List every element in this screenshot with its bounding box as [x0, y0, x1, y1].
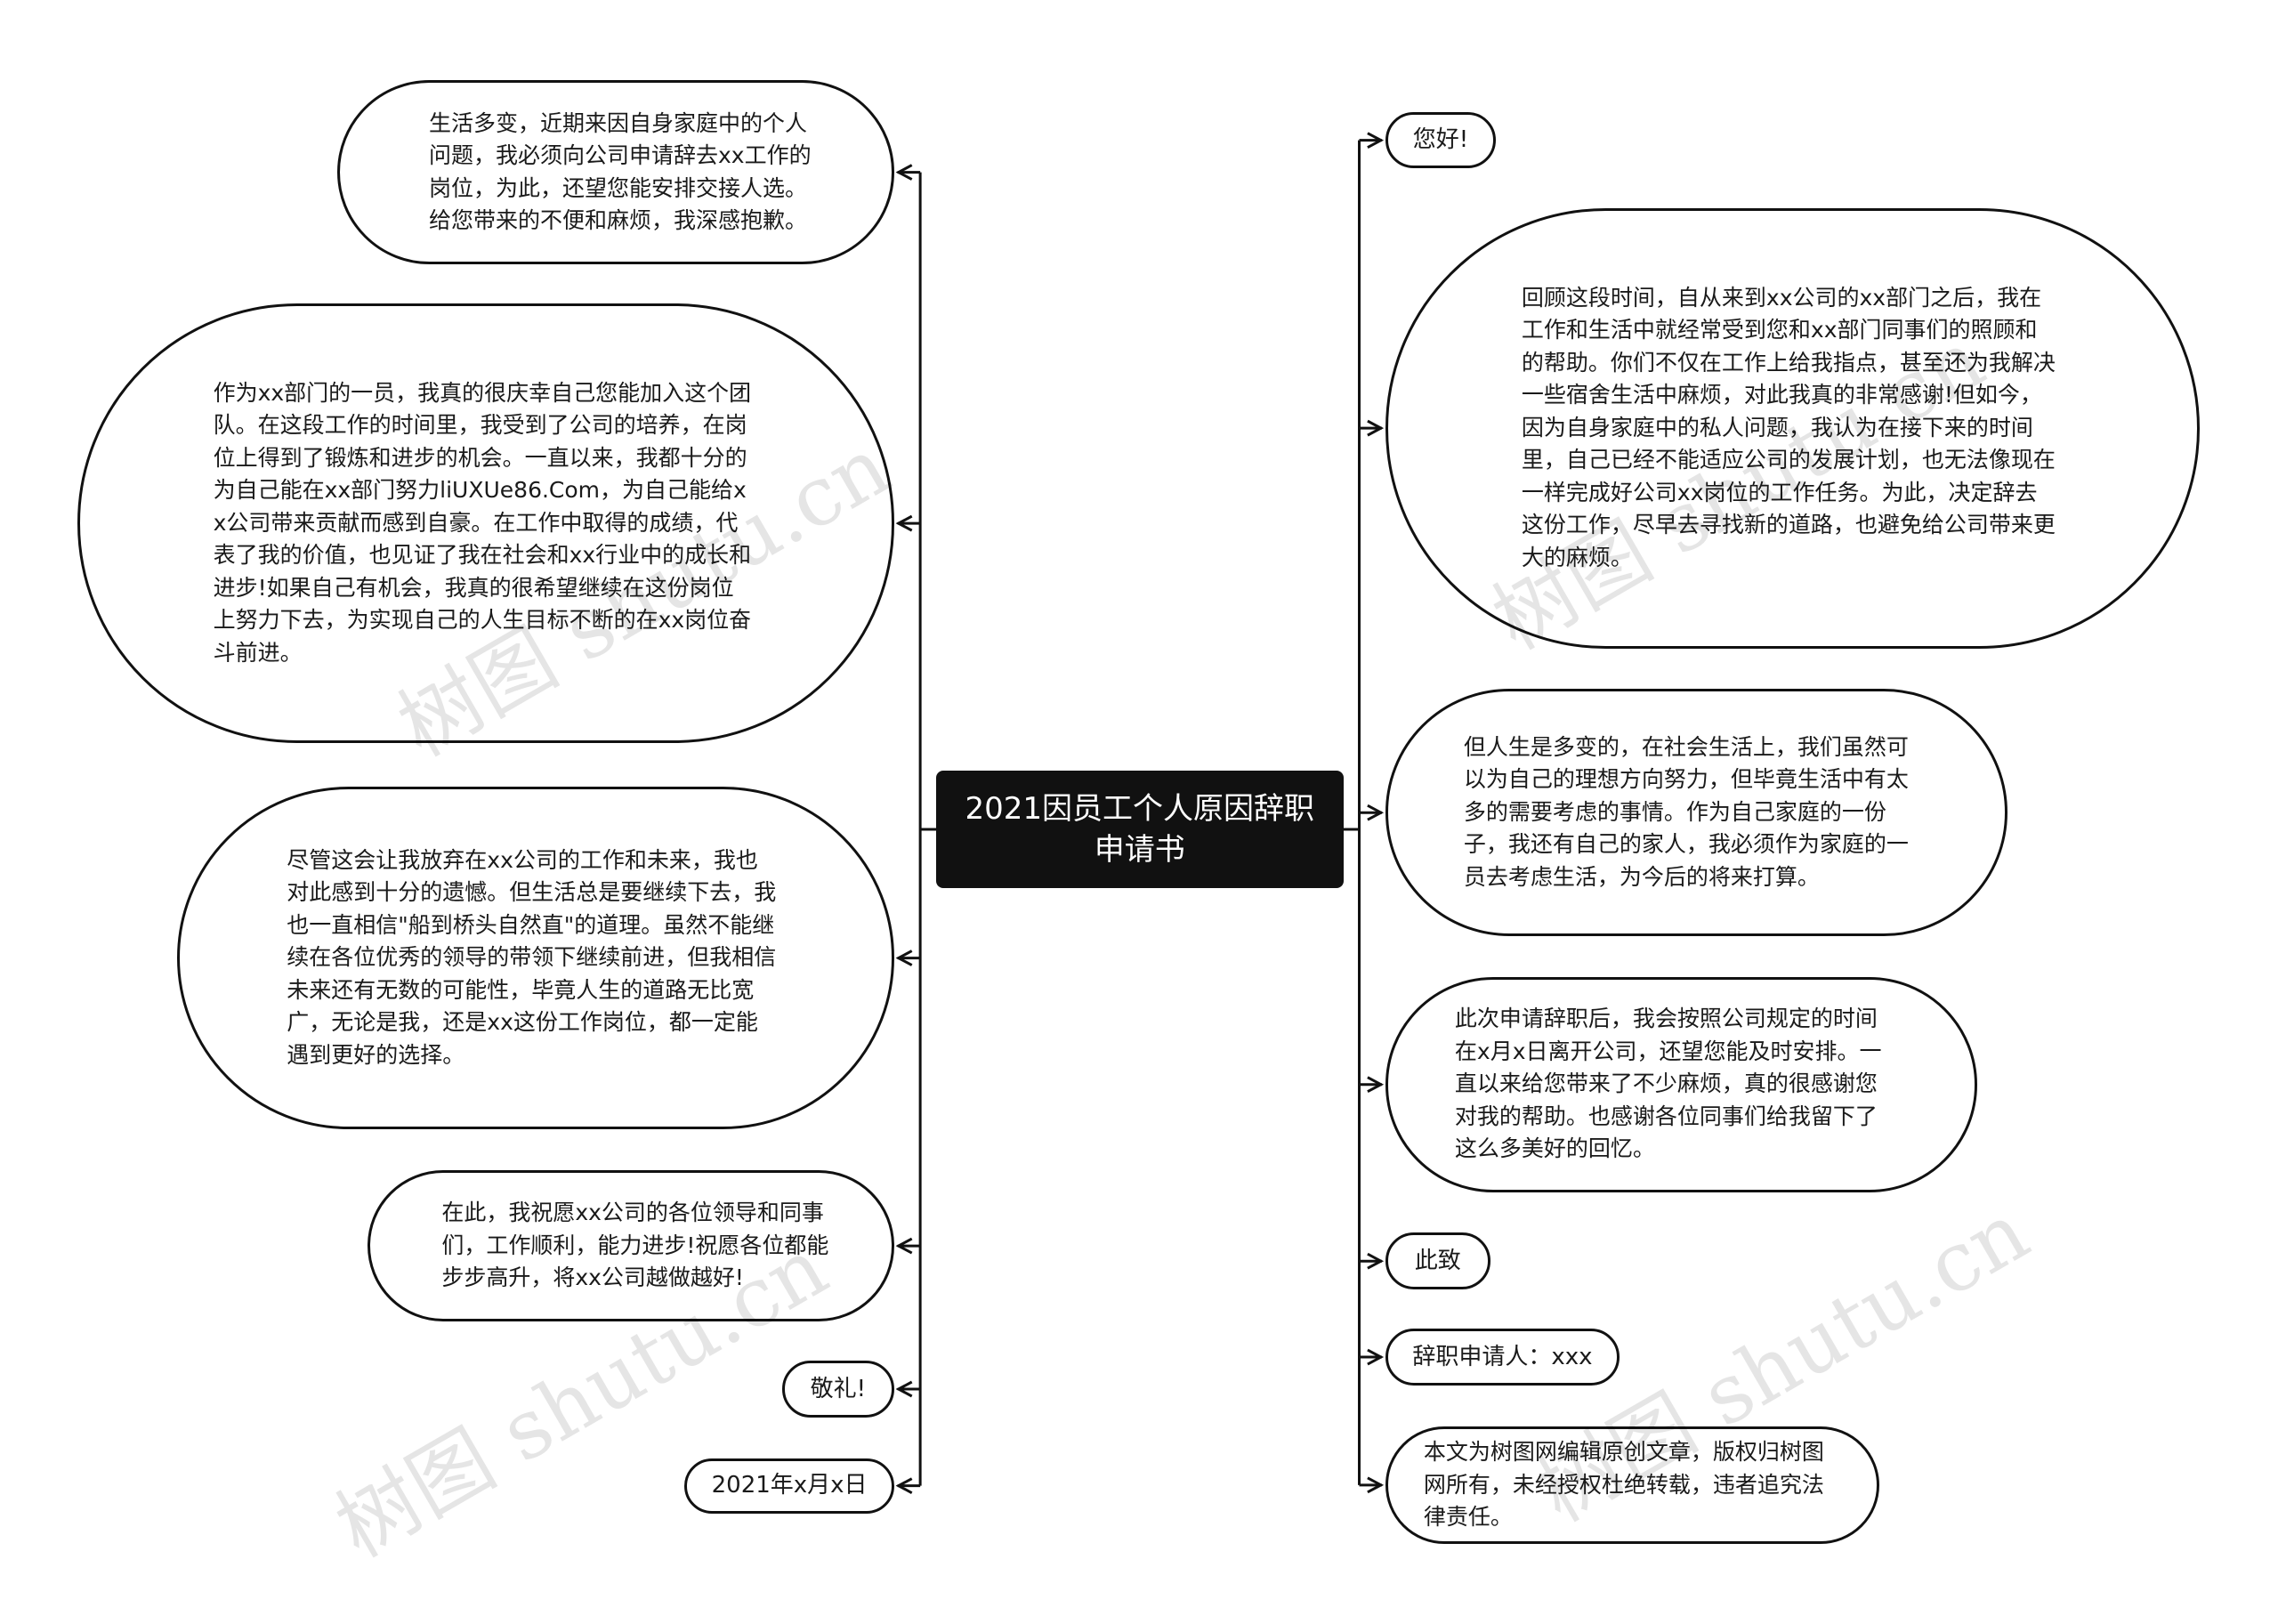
right-arrow-head-2 [1367, 419, 1385, 437]
right-branch-node-1[interactable]: 您好! [1385, 111, 1497, 169]
central-topic-label: 2021因员工个人原因辞职申请书 [965, 791, 1315, 868]
left-arrow-head-2 [895, 514, 913, 532]
central-topic[interactable]: 2021因员工个人原因辞职申请书 [936, 770, 1344, 889]
node-text: 您好! [1412, 126, 1469, 154]
right-branch-node-2[interactable]: 回顾这段时间，自从来到xx公司的xx部门之后，我在工作和生活中就经常受到您和xx… [1385, 207, 2200, 649]
left-arrow-head-6 [895, 1477, 913, 1494]
right-branch-node-7[interactable]: 本文为树图网编辑原创文章，版权归树图网所有，未经授权杜绝转载，违者追究法律责任。 [1385, 1426, 1880, 1544]
right-arrow-head-5 [1367, 1252, 1385, 1270]
left-branch-node-5[interactable]: 敬礼! [781, 1361, 894, 1418]
right-branch-node-6[interactable]: 辞职申请人：xxx [1385, 1329, 1620, 1386]
right-arrow-head-3 [1367, 804, 1385, 821]
node-text: 尽管这会让我放弃在xx公司的工作和未来，我也对此感到十分的遗憾。但生活总是要继续… [287, 846, 777, 1068]
left-arrow-head-5 [895, 1380, 913, 1398]
left-branch-node-3[interactable]: 尽管这会让我放弃在xx公司的工作和未来，我也对此感到十分的遗憾。但生活总是要继续… [177, 786, 894, 1130]
node-text: 但人生是多变的，在社会生活上，我们虽然可以为自己的理想方向努力，但毕竟生活中有太… [1463, 733, 1909, 890]
node-text: 生活多变，近期来因自身家庭中的个人问题，我必须向公司申请辞去xx工作的岗位，为此… [429, 109, 812, 234]
right-arrow-head-7 [1367, 1476, 1385, 1494]
left-branch-node-1[interactable]: 生活多变，近期来因自身家庭中的个人问题，我必须向公司申请辞去xx工作的岗位，为此… [337, 79, 894, 265]
right-arrow-head-1 [1367, 132, 1385, 149]
node-text: 此致 [1414, 1247, 1461, 1274]
right-branch-node-3[interactable]: 但人生是多变的，在社会生活上，我们虽然可以为自己的理想方向努力，但毕竟生活中有太… [1385, 689, 2008, 937]
node-text: 本文为树图网编辑原创文章，版权归树图网所有，未经授权杜绝转载，违者追究法律责任。 [1423, 1439, 1824, 1531]
left-arrow-head-4 [895, 1237, 913, 1255]
right-branch-node-5[interactable]: 此致 [1385, 1232, 1490, 1290]
node-text: 回顾这段时间，自从来到xx公司的xx部门之后，我在工作和生活中就经常受到您和xx… [1521, 284, 2056, 570]
left-arrow-head-1 [895, 164, 913, 181]
left-branch-node-2[interactable]: 作为xx部门的一员，我真的很庆幸自己您能加入这个团队。在这段工作的时间里，我受到… [77, 303, 894, 743]
node-text: 辞职申请人：xxx [1412, 1343, 1593, 1370]
node-text: 2021年x月x日 [711, 1472, 868, 1499]
left-arrow-head-3 [895, 949, 913, 966]
node-text: 此次申请辞职后，我会按照公司规定的时间在x月x日离开公司，还望您能及时安排。一直… [1454, 1006, 1882, 1162]
node-text: 在此，我祝愿xx公司的各位领导和同事们，工作顺利，能力进步!祝愿各位都能步步高升… [441, 1200, 829, 1291]
left-branch-node-4[interactable]: 在此，我祝愿xx公司的各位领导和同事们，工作顺利，能力进步!祝愿各位都能步步高升… [368, 1170, 894, 1321]
right-branch-node-4[interactable]: 此次申请辞职后，我会按照公司规定的时间在x月x日离开公司，还望您能及时安排。一直… [1385, 976, 1977, 1192]
node-text: 敬礼! [810, 1375, 867, 1402]
node-text: 作为xx部门的一员，我真的很庆幸自己您能加入这个团队。在这段工作的时间里，我受到… [213, 379, 752, 666]
right-arrow-head-6 [1367, 1348, 1385, 1366]
right-arrow-head-4 [1367, 1076, 1385, 1094]
left-branch-node-6[interactable]: 2021年x月x日 [684, 1458, 894, 1514]
